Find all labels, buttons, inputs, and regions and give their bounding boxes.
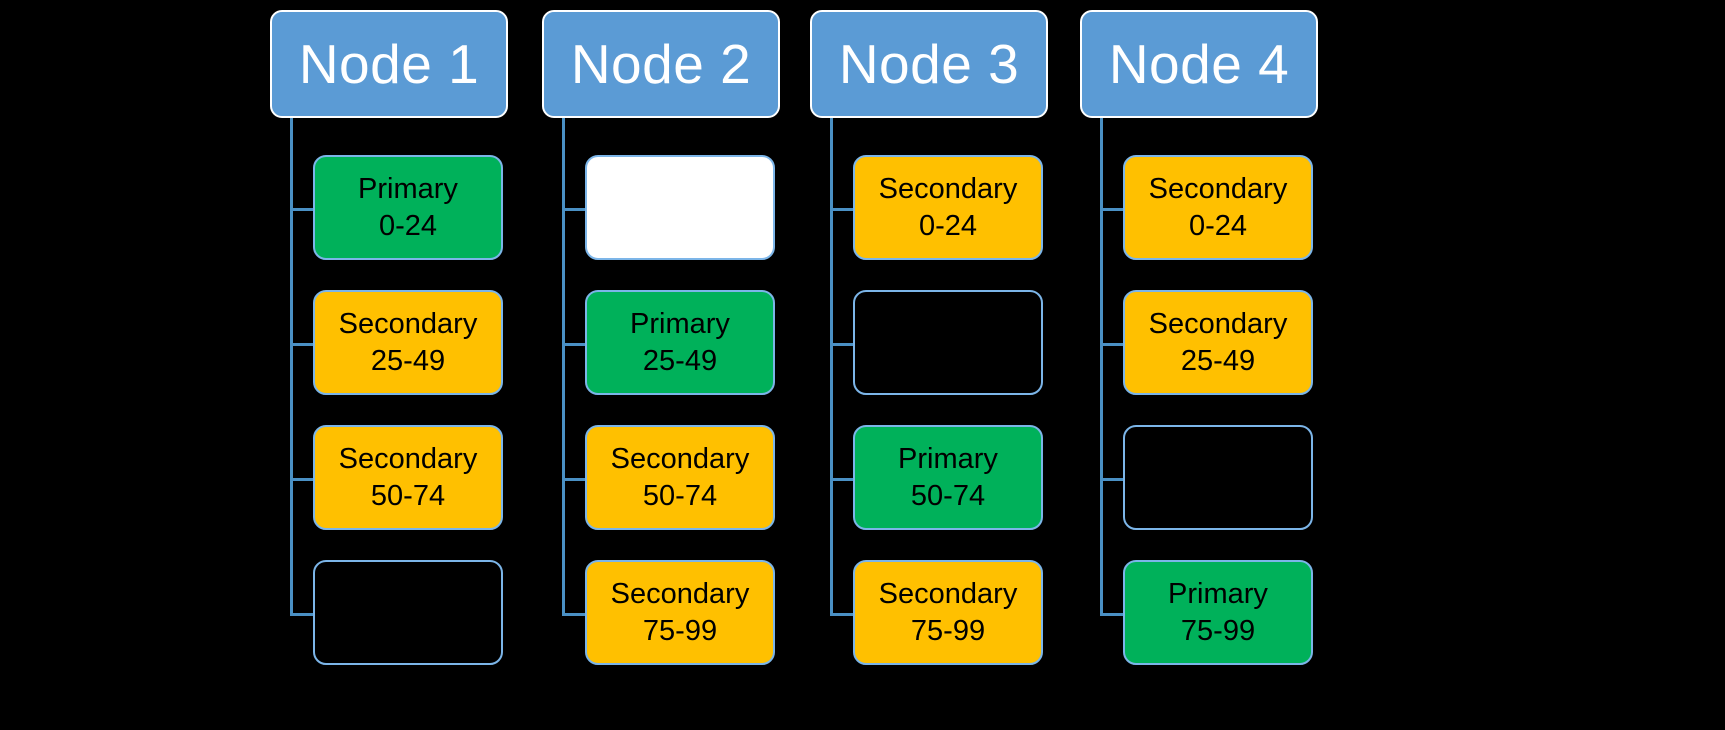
connector-stub-2 [830, 342, 855, 346]
connector-stub-3 [290, 477, 315, 481]
shard-range-label: 25-49 [370, 344, 446, 377]
shard-range-label: 25-49 [1180, 344, 1256, 377]
connector-trunk [1100, 118, 1103, 613]
shard-role-label: Secondary [1148, 308, 1288, 341]
connector-stub-1 [562, 207, 587, 211]
connector-trunk [290, 118, 293, 613]
connector-stub-2 [290, 342, 315, 346]
connector-stub-3 [1100, 477, 1125, 481]
shard-range-label: 0-24 [1188, 209, 1248, 242]
shard-range-label: 25-49 [642, 344, 718, 377]
connector-stub-2 [562, 342, 587, 346]
shard-role-label: Primary [1168, 578, 1268, 611]
shard-role-label: Primary [898, 443, 998, 476]
connector-trunk [830, 118, 833, 613]
shard-role-label: Primary [630, 308, 730, 341]
shard-slot-2-1[interactable] [585, 155, 775, 260]
connector-stub-1 [830, 207, 855, 211]
shard-range-label: 50-74 [910, 479, 986, 512]
shard-role-label: Secondary [610, 443, 750, 476]
shard-role-label: Secondary [338, 308, 478, 341]
shard-slot-1-4[interactable] [313, 560, 503, 665]
node-header-label: Node 1 [298, 32, 480, 95]
node-header-label: Node 3 [838, 32, 1020, 95]
node-header-2[interactable]: Node 2 [542, 10, 780, 118]
shard-range-label: 50-74 [642, 479, 718, 512]
connector-stub-2 [1100, 342, 1125, 346]
node-header-1[interactable]: Node 1 [270, 10, 508, 118]
connector-stub-3 [830, 477, 855, 481]
shard-role-label: Secondary [1148, 173, 1288, 206]
connector-stub-4 [1100, 612, 1125, 616]
shard-range-label: 50-74 [370, 479, 446, 512]
connector-stub-1 [1100, 207, 1125, 211]
shard-range-label: 75-99 [910, 614, 986, 647]
node-header-3[interactable]: Node 3 [810, 10, 1048, 118]
node-header-label: Node 4 [1108, 32, 1290, 95]
shard-range-label: 0-24 [918, 209, 978, 242]
shard-role-label: Secondary [878, 578, 1018, 611]
shard-slot-3-2[interactable] [853, 290, 1043, 395]
shard-role-label: Secondary [878, 173, 1018, 206]
shard-role-label: Primary [358, 173, 458, 206]
shard-role-label: Secondary [338, 443, 478, 476]
connector-stub-4 [562, 612, 587, 616]
connector-stub-4 [290, 612, 315, 616]
shard-range-label: 75-99 [642, 614, 718, 647]
shard-role-label: Secondary [610, 578, 750, 611]
shard-range-label: 75-99 [1180, 614, 1256, 647]
connector-stub-3 [562, 477, 587, 481]
shard-slot-4-3[interactable] [1123, 425, 1313, 530]
node-header-label: Node 2 [570, 32, 752, 95]
node-header-4[interactable]: Node 4 [1080, 10, 1318, 118]
shard-range-label: 0-24 [378, 209, 438, 242]
connector-stub-1 [290, 207, 315, 211]
connector-stub-4 [830, 612, 855, 616]
connector-trunk [562, 118, 565, 613]
